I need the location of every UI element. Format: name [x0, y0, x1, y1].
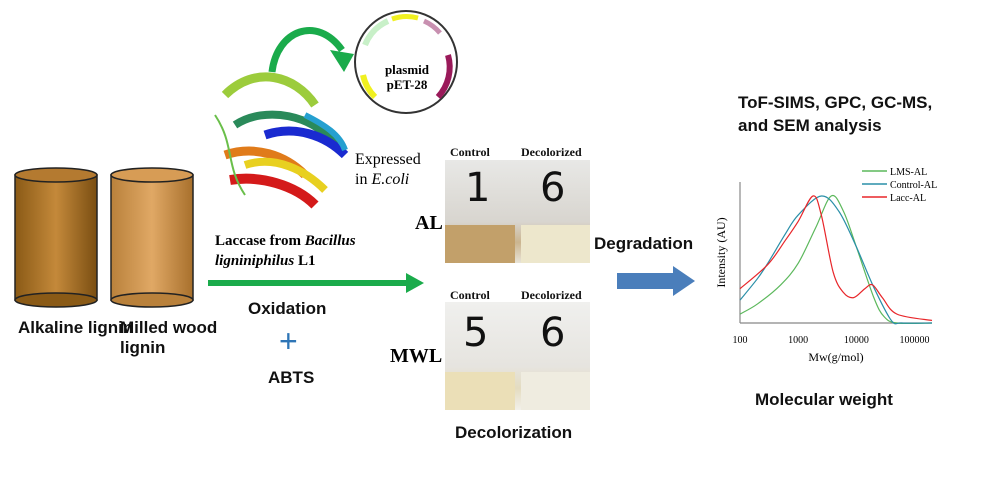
- x-tick-label: 100: [733, 335, 748, 346]
- mwl-control-label: Control: [450, 288, 490, 302]
- y-axis-label: Intensity (AU): [714, 217, 728, 287]
- legend-entry: Lacc-AL: [890, 193, 926, 204]
- vial-number: 6: [540, 310, 566, 356]
- al-control-label: Control: [450, 145, 490, 159]
- series-line-Control-AL: [739, 195, 933, 325]
- expression-label: Expressed in E.coli: [355, 151, 421, 188]
- vial-number: 6: [540, 165, 566, 211]
- al-control-liquid: [445, 225, 515, 263]
- milled-wood-lignin-label: Milled wood lignin: [120, 318, 218, 357]
- mwl-row-label: MWL: [390, 345, 443, 367]
- series-line-LMS-AL: [739, 194, 933, 325]
- analysis-title: ToF-SIMS, GPC, GC-MS,and SEM analysis: [738, 93, 933, 135]
- vial-number: 1: [465, 165, 491, 211]
- lignin-cylinders: [14, 167, 194, 308]
- enzyme-label: Laccase from Bacillus ligniniphilus L1: [215, 233, 356, 269]
- vial-number: 5: [463, 310, 489, 356]
- laccase-structure-image: [214, 72, 349, 209]
- curved-arrow-icon: [268, 27, 354, 73]
- x-axis-label: Mw(g/mol): [808, 350, 863, 364]
- al-decolorized-liquid: [521, 225, 590, 263]
- x-tick-label: 10000: [844, 335, 869, 346]
- mwl-vials-photo: 5 6: [445, 302, 590, 410]
- blue-arrow-icon: [617, 266, 695, 296]
- mwl-control-liquid: [445, 372, 515, 410]
- milled-wood-lignin-cylinder: [110, 167, 194, 308]
- series-line-Lacc-AL: [739, 195, 933, 322]
- plasmid-map: [354, 10, 458, 114]
- al-row-label: AL: [415, 212, 443, 234]
- plus-icon: +: [279, 323, 298, 359]
- mwl-decolorized-label: Decolorized: [521, 288, 582, 302]
- alkaline-lignin-cylinder: [14, 167, 98, 308]
- legend-entry: LMS-AL: [890, 167, 927, 178]
- mwl-decolorized-liquid: [521, 372, 590, 410]
- al-vials-photo: 1 6: [445, 160, 590, 263]
- al-decolorized-label: Decolorized: [521, 145, 582, 159]
- molecular-weight-label: Molecular weight: [755, 390, 893, 409]
- oxidation-label: Oxidation: [248, 299, 327, 318]
- x-tick-label: 1000: [788, 335, 808, 346]
- x-tick-label: 100000: [899, 335, 929, 346]
- abts-label: ABTS: [268, 368, 315, 387]
- green-arrow-icon: [208, 273, 424, 293]
- degradation-label: Degradation: [594, 234, 694, 253]
- decolorization-label: Decolorization: [455, 423, 573, 442]
- legend-entry: Control-AL: [890, 180, 937, 191]
- alkaline-lignin-label: Alkaline lignin: [18, 318, 134, 337]
